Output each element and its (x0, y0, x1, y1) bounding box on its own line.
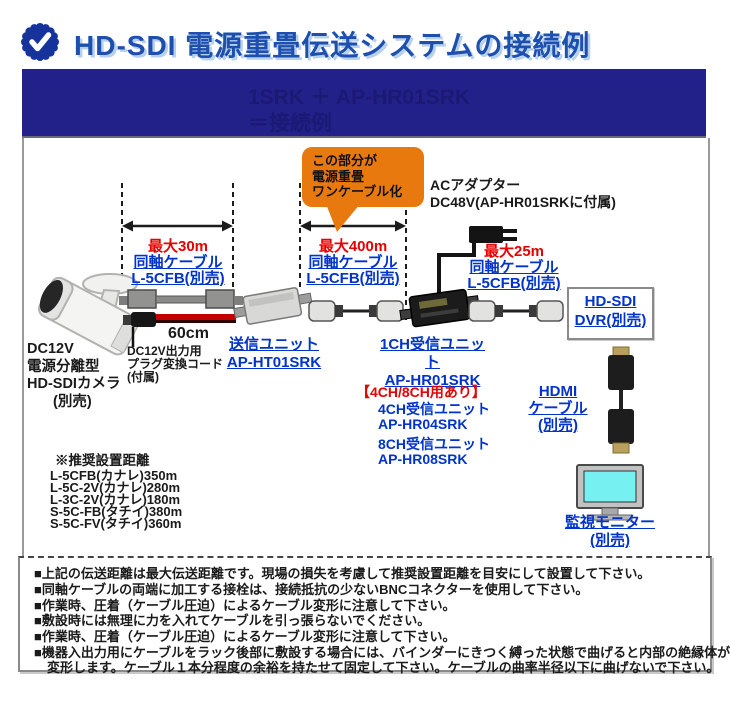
plug-cord-line: (付属) (127, 370, 159, 384)
coax-cable-link[interactable]: 同軸ケーブル (308, 254, 398, 271)
dc-plug-cord-icon (123, 312, 236, 347)
check-seal-icon (21, 23, 59, 61)
rx-unit-name-link[interactable]: 1CH受信ユニット (379, 336, 485, 371)
recommended-item: L-3C-2V(カナレ)180m (50, 492, 181, 507)
hdmi-link-line[interactable]: ケーブル (528, 400, 588, 417)
tx-unit-icon (233, 287, 313, 325)
coax-cable-400m-icon (308, 300, 404, 322)
rx-option-model: AP-HR04SRK (378, 415, 468, 432)
camera-label-line: 電源分離型 (27, 358, 100, 375)
recommended-heading: ※推奨設置距離 (55, 453, 150, 468)
note-line: ■作業時、圧着（ケーブル圧迫）によるケーブル変形に注意して下さい。 (34, 629, 456, 644)
dvr-box: HD-SDI DVR(別売) (567, 287, 654, 340)
tx-unit-name-link[interactable]: 送信ユニット (228, 336, 319, 353)
coax-cable-25m-icon (468, 300, 564, 322)
ac-adapter-line2: DC48V(AP-HR01SRKに付属) (430, 194, 616, 210)
tx-unit-label: 送信ユニット AP-HT01SRK (224, 336, 324, 372)
recommended-item: L-5CFB(カナレ)350m (50, 468, 178, 483)
rx-unit-model-link[interactable]: AP-HR01SRK (384, 372, 481, 389)
max-distance-30m: 最大30m (147, 238, 209, 255)
rx-option-model: AP-HR08SRK (378, 450, 468, 467)
span-30m-labels: 最大30m 同軸ケーブル L-5CFB(別売) (122, 239, 234, 287)
plug-cord-line: DC12V出力用 (127, 344, 202, 358)
hdmi-link-line[interactable]: HDMI (538, 383, 578, 400)
camera-label-line: (別売) (53, 393, 92, 410)
power-superimpose-callout: この部分が 電源重畳 ワンケーブル化 (302, 147, 424, 207)
ac-adapter-label: ACアダプター DC48V(AP-HR01SRKに付属) (430, 177, 616, 211)
rx-option-name: 4CH受信ユニット (378, 401, 491, 417)
rx-options-heading: 【4CH/8CH用あり】 (356, 384, 486, 400)
note-line: ■上記の伝送距離は最大伝送距離です。現場の損失を考慮して推奨設置距離を目安にして… (34, 566, 651, 581)
note-line: 変形します。ケーブル１本分程度の余裕を持たせて固定して下さい。ケーブルの曲率半径… (34, 660, 720, 675)
banner-faint-text-line1: 1SRK ＋ AP-HR01SRK (248, 86, 471, 109)
rx-option-8ch: 8CH受信ユニット AP-HR08SRK (378, 437, 490, 466)
page-title: HD-SDI 電源重畳伝送システムの接続例 (74, 30, 591, 61)
span-400m-labels: 最大400m 同軸ケーブル L-5CFB(別売) (298, 239, 408, 287)
l5cfb-link[interactable]: L-5CFB(別売) (306, 270, 400, 287)
note-line: ■同軸ケーブルの両端に加工する接栓は、接続抵抗の少ないBNCコネクターを使用して… (34, 582, 589, 597)
plug-cord-line: プラグ変換コード (127, 357, 224, 371)
plug-cord-label: DC12V出力用 プラグ変換コード (付属) (127, 345, 223, 384)
rx-unit-icon (399, 288, 480, 328)
span-arrow-400m (300, 220, 406, 232)
l5cfb-link[interactable]: L-5CFB(別売) (467, 275, 561, 292)
callout-line: ワンケーブル化 (312, 184, 403, 199)
coax-cable-link[interactable]: 同軸ケーブル (469, 259, 559, 276)
camera-label: DC12V 電源分離型 HD-SDIカメラ (別売) (27, 341, 120, 411)
hdmi-link-line[interactable]: (別売) (538, 417, 578, 434)
hdmi-label: HDMI ケーブル (別売) (525, 383, 591, 434)
banner-bar: 1SRK ＋ AP-HR01SRK ＝接続例 (22, 69, 706, 138)
monitor-link-line2[interactable]: (別売) (590, 532, 630, 549)
dvr-link-line1[interactable]: HD-SDI (584, 293, 637, 310)
note-line: ■敷設時には無理に力を入れてケーブルを引っ張らないでください。 (34, 613, 431, 628)
span-25m-labels: 最大25m 同軸ケーブル L-5CFB(別売) (463, 244, 565, 292)
callout-line: この部分が (312, 153, 378, 168)
coax-cable-link[interactable]: 同軸ケーブル (133, 254, 223, 271)
bubble-tail (326, 204, 360, 232)
cord-length-label: 60cm (168, 325, 209, 342)
banner-faint-text-line2: ＝接続例 (248, 112, 332, 135)
rx-option-4ch: 4CH受信ユニット AP-HR04SRK (378, 402, 490, 431)
max-distance-25m: 最大25m (483, 243, 545, 260)
span-arrow-30m (122, 220, 233, 232)
camera-label-line: HD-SDIカメラ (27, 376, 121, 392)
rx-option-name: 8CH受信ユニット (378, 436, 491, 452)
tx-unit-model-link[interactable]: AP-HT01SRK (226, 354, 322, 371)
rx-unit-label: 1CH受信ユニット AP-HR01SRK (375, 336, 490, 390)
dvr-link-line2[interactable]: DVR(別売) (574, 312, 647, 329)
notes-box: ■上記の伝送距離は最大伝送距離です。現場の損失を考慮して推奨設置距離を目安にして… (18, 556, 730, 675)
recommended-item: S-5C-FB(タチイ)380m (50, 504, 183, 519)
l5cfb-link[interactable]: L-5CFB(別売) (131, 270, 225, 287)
monitor-link-line1[interactable]: 監視モニター (564, 514, 655, 531)
hdmi-cable-icon (608, 346, 634, 454)
monitor-label: 監視モニター (別売) (560, 514, 660, 550)
recommended-list: L-5CFB(カナレ)350m L-5C-2V(カナレ)280m L-3C-2V… (50, 468, 183, 531)
recommended-item: L-5C-2V(カナレ)280m (50, 480, 181, 495)
diagram-frame (22, 138, 710, 556)
recommended-item: S-5C-FV(タチイ)360m (50, 516, 182, 531)
callout-line: 電源重畳 (312, 168, 365, 184)
max-distance-400m: 最大400m (318, 238, 388, 255)
note-line: ■機器入出力用にケーブルをラック後部に敷設する場合には、バインダーにきつく縛った… (34, 645, 730, 660)
coax-cable-30m-icon (119, 289, 243, 309)
hd-sdi-camera-icon (38, 273, 140, 356)
ac-adapter-line1: ACアダプター (430, 177, 521, 193)
camera-label-line: DC12V (27, 341, 74, 357)
monitor-icon (576, 464, 644, 521)
note-line: ■作業時、圧着（ケーブル圧迫）によるケーブル変形に注意して下さい。 (34, 598, 456, 613)
ac-adapter-plug-icon (437, 226, 517, 293)
